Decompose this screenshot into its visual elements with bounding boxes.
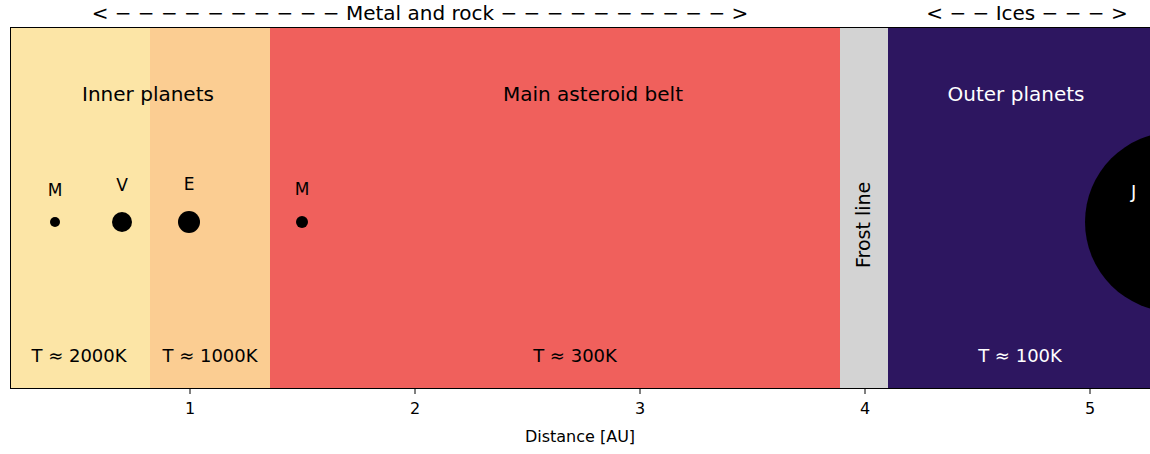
group-heading: < − − − − − − − − − − Metal and rock − −…: [92, 2, 749, 25]
planet-label: V: [116, 176, 128, 196]
region-title: Outer planets: [948, 83, 1085, 106]
planet: E: [169, 175, 209, 233]
planet-dot: [112, 212, 132, 232]
region-title: Main asteroid belt: [503, 83, 683, 106]
planet-label: M: [48, 181, 63, 201]
planet: V: [102, 176, 142, 232]
planet-dot: [296, 216, 308, 228]
planet-dot: [50, 217, 60, 227]
temperature-band: T ≈ 1000K E: [150, 27, 270, 389]
outer-planets-band: Outer planets T ≈ 100K J: [888, 27, 1150, 389]
region-title: Inner planets: [82, 83, 214, 106]
planet-label: J: [1131, 182, 1136, 203]
axis-title: Distance [AU]: [525, 428, 635, 446]
tick-label: 4: [860, 400, 870, 418]
temperature-label: T ≈ 100K: [978, 346, 1062, 367]
tick-label: 3: [635, 400, 645, 418]
planet-label: M: [295, 180, 310, 200]
tick-label: 5: [1085, 400, 1095, 418]
frost-line-band: Frost line: [840, 27, 888, 389]
asteroid-belt-band: Main asteroid belt T ≈ 300K M: [270, 27, 840, 389]
planet: M: [282, 180, 322, 228]
planet-dot: [178, 211, 200, 233]
planet: M: [35, 181, 75, 227]
temperature-label: T ≈ 300K: [533, 346, 617, 367]
temperature-label: T ≈ 1000K: [162, 346, 257, 367]
temperature-label: T ≈ 2000K: [31, 346, 126, 367]
group-heading: < − − Ices − − − >: [926, 2, 1127, 25]
tick-label: 1: [185, 400, 195, 418]
tick-label: 2: [410, 400, 420, 418]
planet-label: E: [184, 175, 195, 195]
temperature-band: T ≈ 2000K M V: [10, 27, 150, 389]
region-title: Frost line: [853, 182, 875, 268]
jupiter-circle: J: [1085, 132, 1150, 312]
